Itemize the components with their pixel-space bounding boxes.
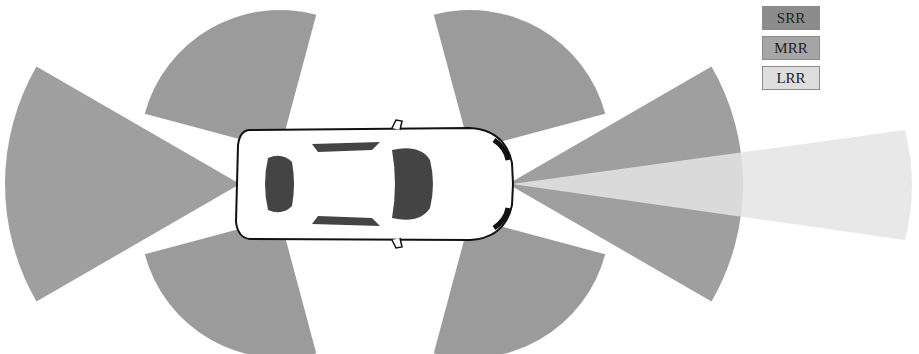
legend-text: MRR [774,40,807,57]
legend-swatch: SRR [762,6,820,30]
side-window-bottom [312,216,380,226]
headlight-top [494,140,508,160]
side-mirror-bottom [392,238,402,248]
legend-text: SRR [777,10,805,27]
headlight-bottom [494,208,508,228]
side-window-top [312,142,380,152]
car-top-view [236,120,513,248]
lrr-beam [512,130,912,240]
legend: SRR MRR LRR [762,6,820,96]
lrr-beam [512,130,912,240]
side-mirror-top [392,120,402,130]
legend-text: LRR [776,70,805,87]
legend-swatch: MRR [762,36,820,60]
car-body [236,128,513,240]
windshield [392,148,433,219]
legend-swatch: LRR [762,66,820,90]
rear-window [265,156,294,213]
